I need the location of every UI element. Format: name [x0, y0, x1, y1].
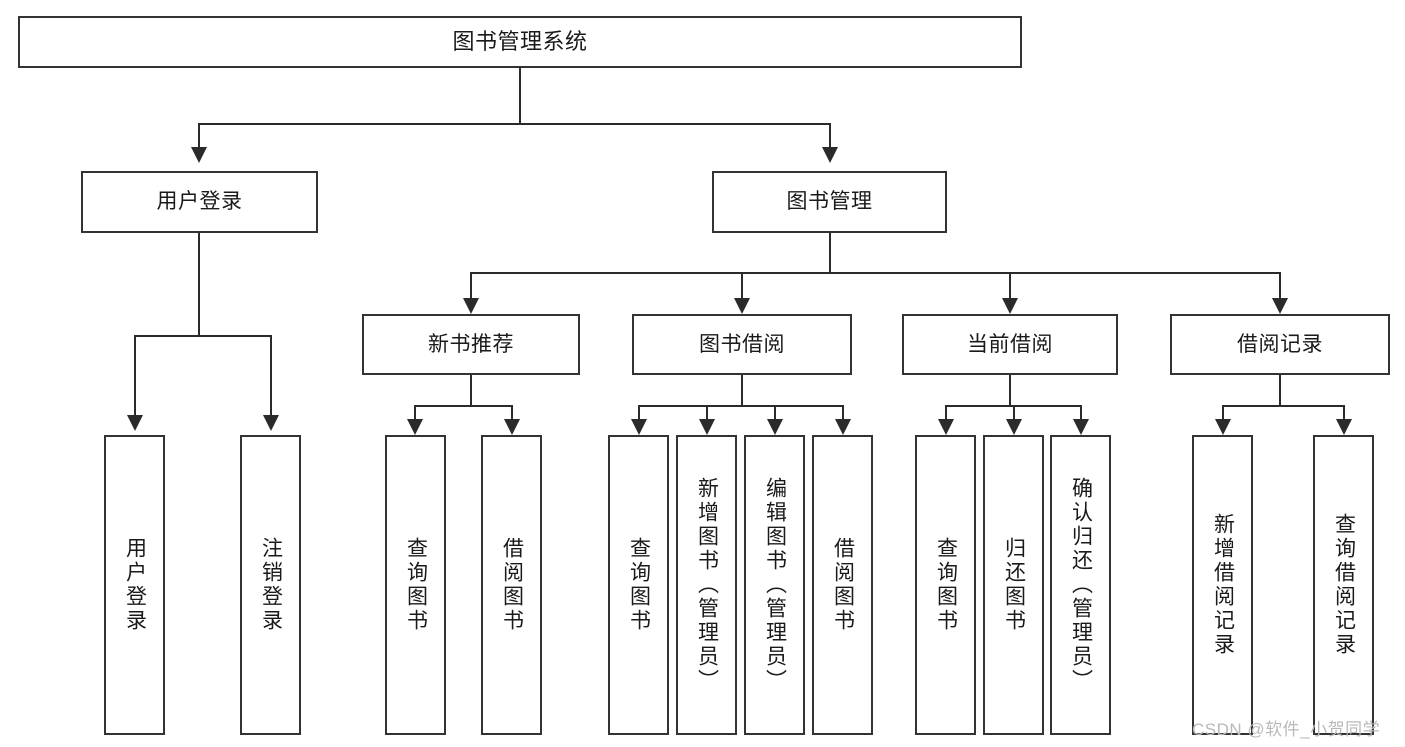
arrow-to-leaf-borrow-book-2 — [835, 419, 851, 435]
watermark-text: CSDN @软件_小贺同学 — [1192, 720, 1381, 739]
connector-borrow-bus — [638, 405, 844, 407]
connector-borrow-drop-1 — [638, 405, 640, 419]
connector-level2-bus — [198, 123, 830, 125]
connector-level3-drop-2 — [741, 272, 743, 298]
node-label: 注销登录 — [259, 537, 283, 633]
node-user-login[interactable]: 用户登录 — [81, 171, 318, 233]
leaf-query-book-recommend[interactable]: 查询图书 — [385, 435, 446, 735]
arrow-to-user-login — [191, 147, 207, 163]
node-label: 用户登录 — [156, 190, 243, 214]
arrow-to-borrow-record — [1272, 298, 1288, 314]
arrow-to-leaf-edit-book — [767, 419, 783, 435]
connector-record-stem — [1279, 375, 1281, 405]
connector-recommend-drop-2 — [511, 405, 513, 419]
node-label: 归还图书 — [1002, 537, 1026, 633]
arrow-to-leaf-return-book — [1006, 419, 1022, 435]
connector-borrow-drop-3 — [774, 405, 776, 419]
connector-root-stem — [519, 68, 521, 123]
connector-level3-bus — [470, 272, 1280, 274]
connector-record-drop-2 — [1343, 405, 1345, 419]
connector-level3-drop-1 — [470, 272, 472, 298]
arrow-to-current-borrow — [1002, 298, 1018, 314]
node-label: 查询图书 — [404, 537, 428, 633]
connector-record-drop-1 — [1222, 405, 1224, 419]
connector-user-login-bus — [134, 335, 271, 337]
leaf-query-book-borrow[interactable]: 查询图书 — [608, 435, 669, 735]
connector-level2-drop-1 — [198, 123, 200, 147]
connector-current-drop-2 — [1013, 405, 1015, 419]
node-label: 新增借阅记录 — [1211, 513, 1235, 657]
connector-current-drop-1 — [945, 405, 947, 419]
arrow-to-leaf-user-login — [127, 415, 143, 431]
connector-user-login-drop-2 — [270, 335, 272, 415]
leaf-edit-book-admin[interactable]: 编辑图书（管理员） — [744, 435, 805, 735]
connector-current-drop-3 — [1080, 405, 1082, 419]
leaf-return-book[interactable]: 归还图书 — [983, 435, 1044, 735]
arrow-to-leaf-add-book — [699, 419, 715, 435]
arrow-to-leaf-add-record — [1215, 419, 1231, 435]
node-label: 图书管理系统 — [452, 28, 588, 54]
node-borrow-record[interactable]: 借阅记录 — [1170, 314, 1390, 375]
node-new-book-recommend[interactable]: 新书推荐 — [362, 314, 580, 375]
node-label: 编辑图书（管理员） — [763, 477, 787, 693]
arrow-to-leaf-confirm-return — [1073, 419, 1089, 435]
arrow-to-leaf-query-record — [1336, 419, 1352, 435]
arrow-to-new-book-recommend — [463, 298, 479, 314]
node-label: 查询图书 — [627, 537, 651, 633]
leaf-add-book-admin[interactable]: 新增图书（管理员） — [676, 435, 737, 735]
node-book-borrow[interactable]: 图书借阅 — [632, 314, 852, 375]
node-label: 查询借阅记录 — [1332, 513, 1356, 657]
node-book-management[interactable]: 图书管理 — [712, 171, 947, 233]
connector-record-bus — [1222, 405, 1344, 407]
node-label: 借阅图书 — [831, 537, 855, 633]
leaf-borrow-book[interactable]: 借阅图书 — [812, 435, 873, 735]
node-label: 查询图书 — [934, 537, 958, 633]
connector-recommend-stem — [470, 375, 472, 405]
arrow-to-leaf-logout — [263, 415, 279, 431]
connector-borrow-drop-4 — [842, 405, 844, 419]
node-label: 图书借阅 — [699, 332, 785, 356]
connector-user-login-stem — [198, 233, 200, 335]
connector-borrow-stem — [741, 375, 743, 405]
leaf-query-book-current[interactable]: 查询图书 — [915, 435, 976, 735]
leaf-query-borrow-record[interactable]: 查询借阅记录 — [1313, 435, 1374, 735]
arrow-to-leaf-borrow-book-1 — [504, 419, 520, 435]
arrow-to-leaf-query-book-2 — [631, 419, 647, 435]
connector-book-management-stem — [829, 233, 831, 272]
leaf-add-borrow-record[interactable]: 新增借阅记录 — [1192, 435, 1253, 735]
connector-level3-drop-3 — [1009, 272, 1011, 298]
node-label: 借阅图书 — [500, 537, 524, 633]
connector-current-stem — [1009, 375, 1011, 405]
node-label: 借阅记录 — [1237, 332, 1323, 356]
leaf-user-login[interactable]: 用户登录 — [104, 435, 165, 735]
node-root-book-management-system[interactable]: 图书管理系统 — [18, 16, 1022, 68]
node-label: 新增图书（管理员） — [695, 477, 719, 693]
connector-borrow-drop-2 — [706, 405, 708, 419]
connector-level2-drop-2 — [829, 123, 831, 147]
node-label: 图书管理 — [786, 190, 873, 214]
arrow-to-leaf-query-book-3 — [938, 419, 954, 435]
node-label: 新书推荐 — [428, 332, 514, 356]
arrow-to-book-borrow — [734, 298, 750, 314]
connector-user-login-drop-1 — [134, 335, 136, 415]
node-label: 当前借阅 — [967, 332, 1053, 356]
node-label: 确认归还（管理员） — [1069, 477, 1093, 693]
node-label: 用户登录 — [123, 537, 147, 633]
arrow-to-leaf-query-book-1 — [407, 419, 423, 435]
connector-recommend-bus — [414, 405, 512, 407]
connector-level3-drop-4 — [1279, 272, 1281, 298]
leaf-logout[interactable]: 注销登录 — [240, 435, 301, 735]
arrow-to-book-management — [822, 147, 838, 163]
node-current-borrow[interactable]: 当前借阅 — [902, 314, 1118, 375]
leaf-confirm-return-admin[interactable]: 确认归还（管理员） — [1050, 435, 1111, 735]
connector-recommend-drop-1 — [414, 405, 416, 419]
leaf-borrow-book-recommend[interactable]: 借阅图书 — [481, 435, 542, 735]
